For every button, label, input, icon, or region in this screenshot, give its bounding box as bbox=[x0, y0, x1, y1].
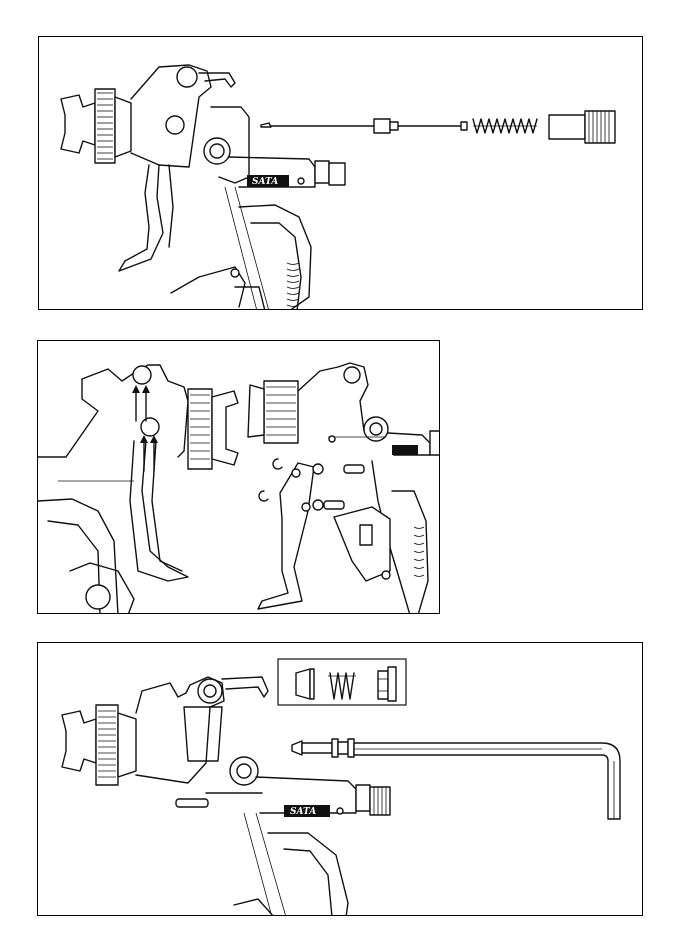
removal-arrow-2 bbox=[142, 385, 150, 421]
panel-1-illustration: SATA bbox=[39, 37, 643, 310]
panel-seal-kit-and-tool: SATA bbox=[37, 642, 643, 916]
paint-needle bbox=[261, 119, 467, 133]
brand-badge-text-3: SATA bbox=[290, 807, 316, 817]
seal-ring-2 bbox=[388, 667, 396, 701]
seal-kit-box bbox=[278, 659, 406, 705]
panel-3-illustration: SATA bbox=[38, 643, 643, 916]
panel-needle-removal: SATA bbox=[38, 36, 643, 310]
trigger-pins bbox=[313, 464, 364, 510]
seal-ring-1 bbox=[378, 671, 388, 699]
brand-badge-text: SATA bbox=[252, 177, 278, 187]
seal-part bbox=[296, 669, 310, 699]
hex-key-tool bbox=[292, 739, 620, 819]
panel-trigger-removal bbox=[37, 340, 440, 614]
air-cap bbox=[62, 705, 136, 785]
needle-adjustment-knob bbox=[549, 111, 615, 143]
air-cap bbox=[61, 89, 131, 163]
gun-body: SATA bbox=[136, 677, 390, 916]
gun-body: SATA bbox=[119, 65, 345, 310]
trigger-clips bbox=[259, 459, 282, 501]
gun-closeup bbox=[38, 365, 238, 614]
needle-spring bbox=[473, 119, 537, 133]
gun-exploded-trigger bbox=[248, 363, 440, 614]
panel-2-illustration bbox=[38, 341, 440, 614]
brand-badge-2 bbox=[392, 445, 418, 455]
removal-arrow-1 bbox=[132, 385, 140, 421]
